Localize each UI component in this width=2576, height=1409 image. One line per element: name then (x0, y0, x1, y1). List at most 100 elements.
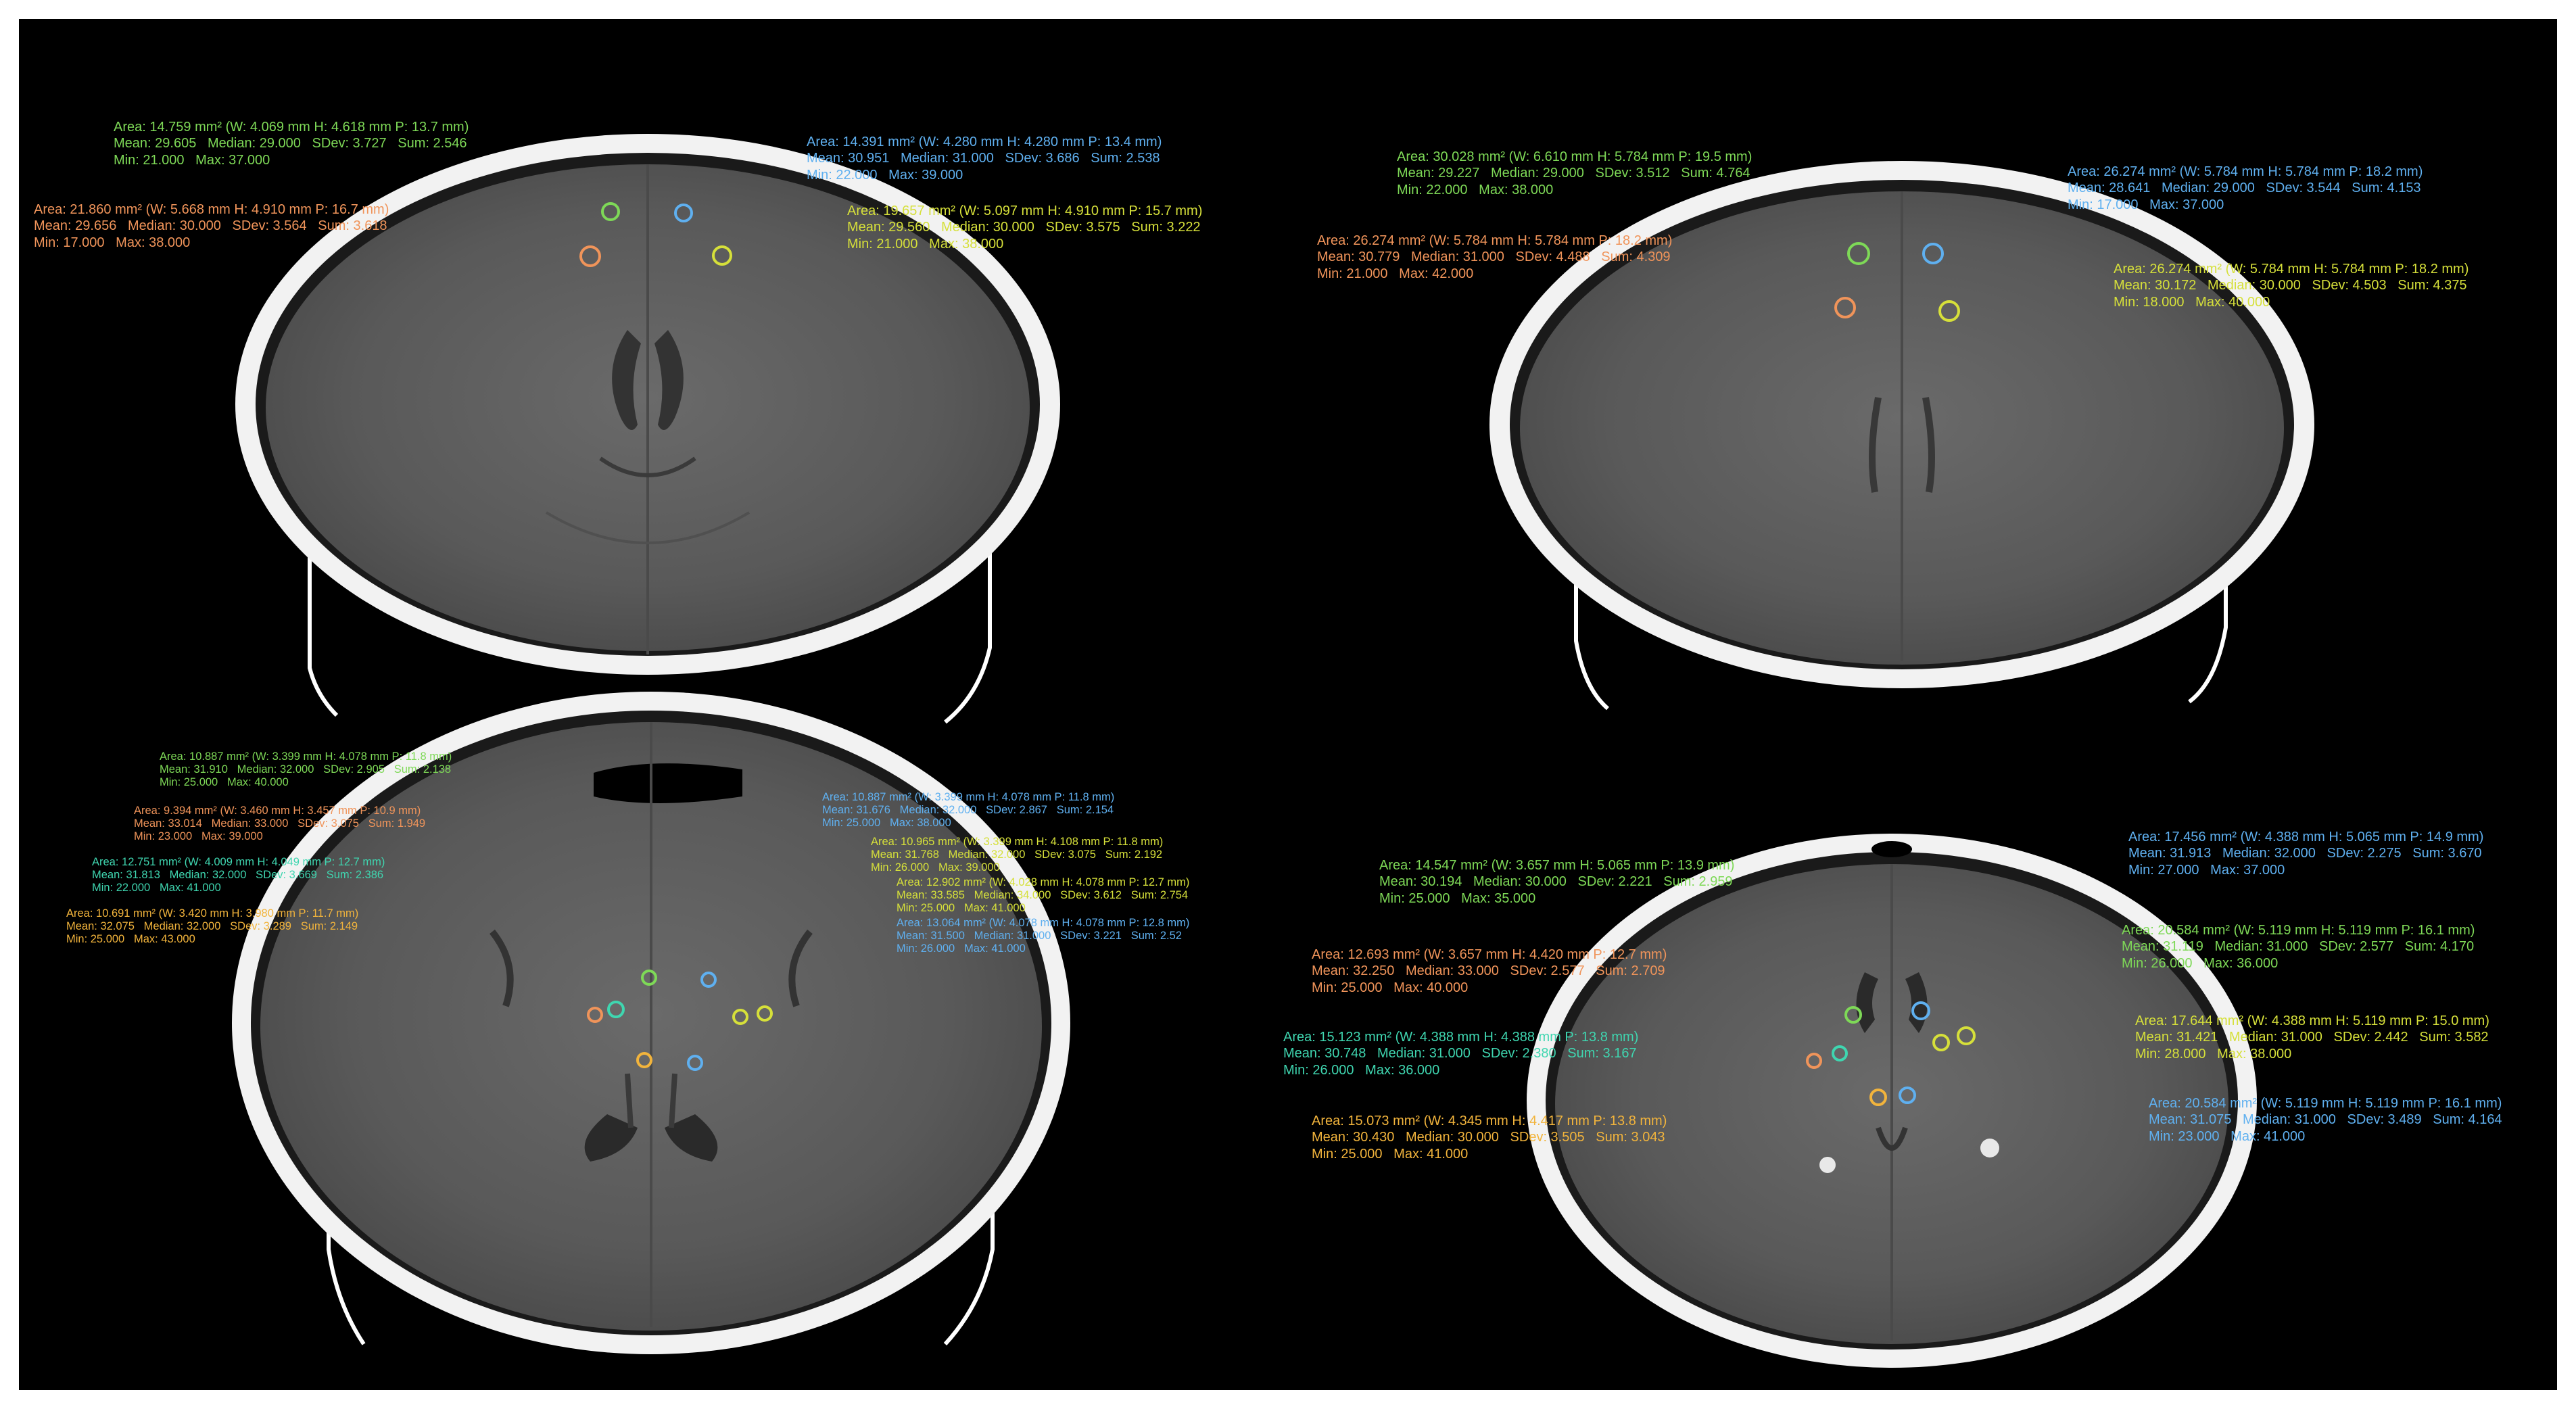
roi-stat-line: Mean: 31.768 Median: 32.000 SDev: 3.075 … (871, 848, 1163, 861)
roi-orange-bl (587, 1007, 603, 1023)
headrest-left-tl (308, 310, 339, 717)
scan-bottom-left (232, 692, 1070, 1354)
roi-annotation: Area: 26.274 mm² (W: 5.784 mm H: 5.784 m… (2114, 261, 2468, 310)
roi-stat-line: Area: 14.759 mm² (W: 4.069 mm H: 4.618 m… (114, 120, 469, 135)
roi-stat-line: Area: 10.691 mm² (W: 3.420 mm H: 3.980 m… (66, 907, 359, 920)
roi-stat-line: Mean: 30.430 Median: 30.000 SDev: 3.505 … (1312, 1130, 1665, 1145)
roi-yellow-tr (1938, 300, 1960, 322)
roi-stat-line: Min: 27.000 Max: 37.000 (2128, 862, 2285, 878)
roi-stat-line: Area: 12.693 mm² (W: 3.657 mm H: 4.420 m… (1312, 947, 1667, 962)
roi-gold-bl (636, 1052, 652, 1068)
roi-stat-line: Min: 21.000 Max: 38.000 (847, 236, 1004, 252)
roi-yellow-br-2 (1957, 1026, 1976, 1045)
roi-stat-line: Area: 20.584 mm² (W: 5.119 mm H: 5.119 m… (2122, 923, 2475, 938)
roi-annotation: Area: 14.547 mm² (W: 3.657 mm H: 5.065 m… (1379, 857, 1734, 907)
roi-stat-line: Min: 26.000 Max: 36.000 (1283, 1062, 1440, 1078)
roi-stat-line: Area: 21.860 mm² (W: 5.668 mm H: 4.910 m… (34, 202, 389, 217)
roi-stat-line: Mean: 29.560 Median: 30.000 SDev: 3.575 … (847, 220, 1201, 235)
roi-stat-line: Min: 18.000 Max: 40.000 (2114, 294, 2270, 310)
ct-figure-frame: Area: 14.759 mm² (W: 4.069 mm H: 4.618 m… (19, 19, 2557, 1390)
roi-annotation: Area: 12.902 mm² (W: 4.028 mm H: 4.078 m… (897, 876, 1189, 915)
roi-stat-line: Min: 25.000 Max: 40.000 (160, 775, 289, 788)
roi-annotation: Area: 15.123 mm² (W: 4.388 mm H: 4.388 m… (1283, 1029, 1638, 1078)
roi-green-tr (1847, 242, 1870, 265)
roi-stat-line: Area: 10.887 mm² (W: 3.399 mm H: 4.078 m… (160, 750, 452, 763)
scan-top-left (235, 134, 1060, 724)
headrest-right-bl (943, 952, 995, 1346)
roi-annotation: Area: 10.887 mm² (W: 3.399 mm H: 4.078 m… (822, 791, 1114, 830)
pad-br (1871, 841, 1912, 857)
roi-annotation: Area: 20.584 mm² (W: 5.119 mm H: 5.119 m… (2122, 922, 2475, 972)
roi-stat-line: Min: 26.000 Max: 41.000 (897, 942, 1026, 955)
roi-annotation: Area: 14.759 mm² (W: 4.069 mm H: 4.618 m… (114, 119, 469, 168)
roi-annotation: Area: 19.657 mm² (W: 5.097 mm H: 4.910 m… (847, 203, 1202, 252)
roi-annotation: Area: 9.394 mm² (W: 3.460 mm H: 3.457 mm… (134, 805, 425, 843)
roi-stat-line: Area: 17.456 mm² (W: 4.388 mm H: 5.065 m… (2128, 830, 2484, 844)
scan-top-right (1489, 161, 2314, 711)
roi-stat-line: Area: 13.064 mm² (W: 4.078 mm H: 4.078 m… (897, 917, 1190, 929)
roi-stat-line: Min: 21.000 Max: 42.000 (1317, 266, 1474, 281)
roi-stat-line: Min: 23.000 Max: 39.000 (134, 830, 263, 842)
roi-yellow-tl (712, 245, 732, 266)
roi-yellow-br-1 (1932, 1034, 1950, 1051)
roi-stat-line: Min: 25.000 Max: 43.000 (66, 932, 195, 945)
roi-stat-line: Area: 10.965 mm² (W: 3.399 mm H: 4.108 m… (871, 836, 1164, 848)
roi-stat-line: Min: 17.000 Max: 38.000 (34, 235, 191, 250)
roi-stat-line: Area: 20.584 mm² (W: 5.119 mm H: 5.119 m… (2149, 1096, 2502, 1111)
roi-annotation: Area: 12.751 mm² (W: 4.009 mm H: 4.049 m… (92, 856, 385, 894)
roi-stat-line: Area: 15.123 mm² (W: 4.388 mm H: 4.388 m… (1283, 1030, 1639, 1045)
roi-stat-line: Mean: 30.748 Median: 31.000 SDev: 2.380 … (1283, 1046, 1637, 1061)
ventricles-tl (612, 330, 684, 430)
roi-stat-line: Mean: 30.172 Median: 30.000 SDev: 4.503 … (2114, 278, 2467, 293)
roi-stat-line: Mean: 31.075 Median: 31.000 SDev: 3.489 … (2149, 1112, 2502, 1128)
roi-stat-line: Mean: 29.605 Median: 29.000 SDev: 3.727 … (114, 136, 467, 151)
roi-annotation: Area: 15.073 mm² (W: 4.345 mm H: 4.417 m… (1312, 1113, 1667, 1162)
roi-annotation: Area: 17.456 mm² (W: 4.388 mm H: 5.065 m… (2128, 829, 2483, 878)
roi-teal-br (1832, 1045, 1848, 1061)
ventricles-br (1856, 972, 1928, 1033)
calcification-right-br (1980, 1139, 1999, 1157)
headrest-left-bl (327, 952, 366, 1345)
roi-green-tl (601, 202, 620, 221)
roi-yellow-bl-2 (757, 1005, 773, 1022)
roi-gold-br (1869, 1089, 1887, 1106)
roi-stat-line: Mean: 31.676 Median: 32.000 SDev: 2.867 … (822, 803, 1114, 816)
roi-stat-line: Area: 12.751 mm² (W: 4.009 mm H: 4.049 m… (92, 856, 385, 868)
roi-stat-line: Min: 25.000 Max: 38.000 (822, 816, 951, 829)
roi-stat-line: Area: 19.657 mm² (W: 5.097 mm H: 4.910 m… (847, 204, 1203, 218)
roi-blue-br (1911, 1001, 1930, 1020)
roi-stat-line: Mean: 31.500 Median: 31.000 SDev: 3.221 … (897, 929, 1182, 942)
headrest-right-tl (944, 310, 992, 724)
roi-annotation: Area: 26.274 mm² (W: 5.784 mm H: 5.784 m… (1317, 233, 1672, 282)
roi-stat-line: Min: 21.000 Max: 37.000 (114, 152, 270, 168)
roi-stat-line: Mean: 28.641 Median: 29.000 SDev: 3.544 … (2068, 181, 2421, 196)
roi-blue-tl (674, 204, 693, 222)
roi-stat-line: Mean: 33.585 Median: 34.000 SDev: 3.612 … (897, 888, 1189, 901)
headrest-left-tr (1574, 337, 1609, 711)
roi-blue-bl-2 (687, 1055, 703, 1071)
roi-annotation: Area: 14.391 mm² (W: 4.280 mm H: 4.280 m… (807, 134, 1162, 183)
roi-stat-line: Mean: 31.910 Median: 32.000 SDev: 2.905 … (160, 763, 452, 775)
calcification-left-br (1819, 1157, 1836, 1173)
roi-annotation: Area: 21.860 mm² (W: 5.668 mm H: 4.910 m… (34, 201, 389, 251)
roi-stat-line: Mean: 32.075 Median: 32.000 SDev: 3.289 … (66, 920, 358, 932)
roi-stat-line: Mean: 31.913 Median: 32.000 SDev: 2.275 … (2128, 846, 2482, 861)
roi-stat-line: Min: 22.000 Max: 41.000 (92, 881, 221, 894)
roi-annotation: Area: 12.693 mm² (W: 3.657 mm H: 4.420 m… (1312, 947, 1667, 996)
roi-orange-tl (579, 245, 601, 267)
ventricles-tr (1869, 397, 1935, 493)
roi-stat-line: Area: 9.394 mm² (W: 3.460 mm H: 3.457 mm… (134, 805, 421, 817)
roi-stat-line: Min: 22.000 Max: 39.000 (807, 167, 963, 183)
roi-orange-br (1806, 1053, 1822, 1069)
roi-stat-line: Min: 25.000 Max: 35.000 (1379, 890, 1536, 906)
roi-stat-line: Mean: 31.813 Median: 32.000 SDev: 3.669 … (92, 868, 384, 881)
roi-stat-line: Area: 12.902 mm² (W: 4.028 mm H: 4.078 m… (897, 876, 1190, 888)
roi-stat-line: Area: 26.274 mm² (W: 5.784 mm H: 5.784 m… (2114, 262, 2469, 277)
roi-blue-tr (1922, 243, 1944, 264)
roi-stat-line: Area: 10.887 mm² (W: 3.399 mm H: 4.078 m… (822, 791, 1115, 803)
roi-annotation: Area: 20.584 mm² (W: 5.119 mm H: 5.119 m… (2149, 1095, 2502, 1145)
roi-stat-line: Min: 25.000 Max: 41.000 (1312, 1146, 1469, 1162)
roi-stat-line: Area: 17.644 mm² (W: 4.388 mm H: 5.119 m… (2135, 1013, 2489, 1028)
roi-orange-tr (1834, 297, 1856, 318)
pad-bl (594, 763, 742, 803)
